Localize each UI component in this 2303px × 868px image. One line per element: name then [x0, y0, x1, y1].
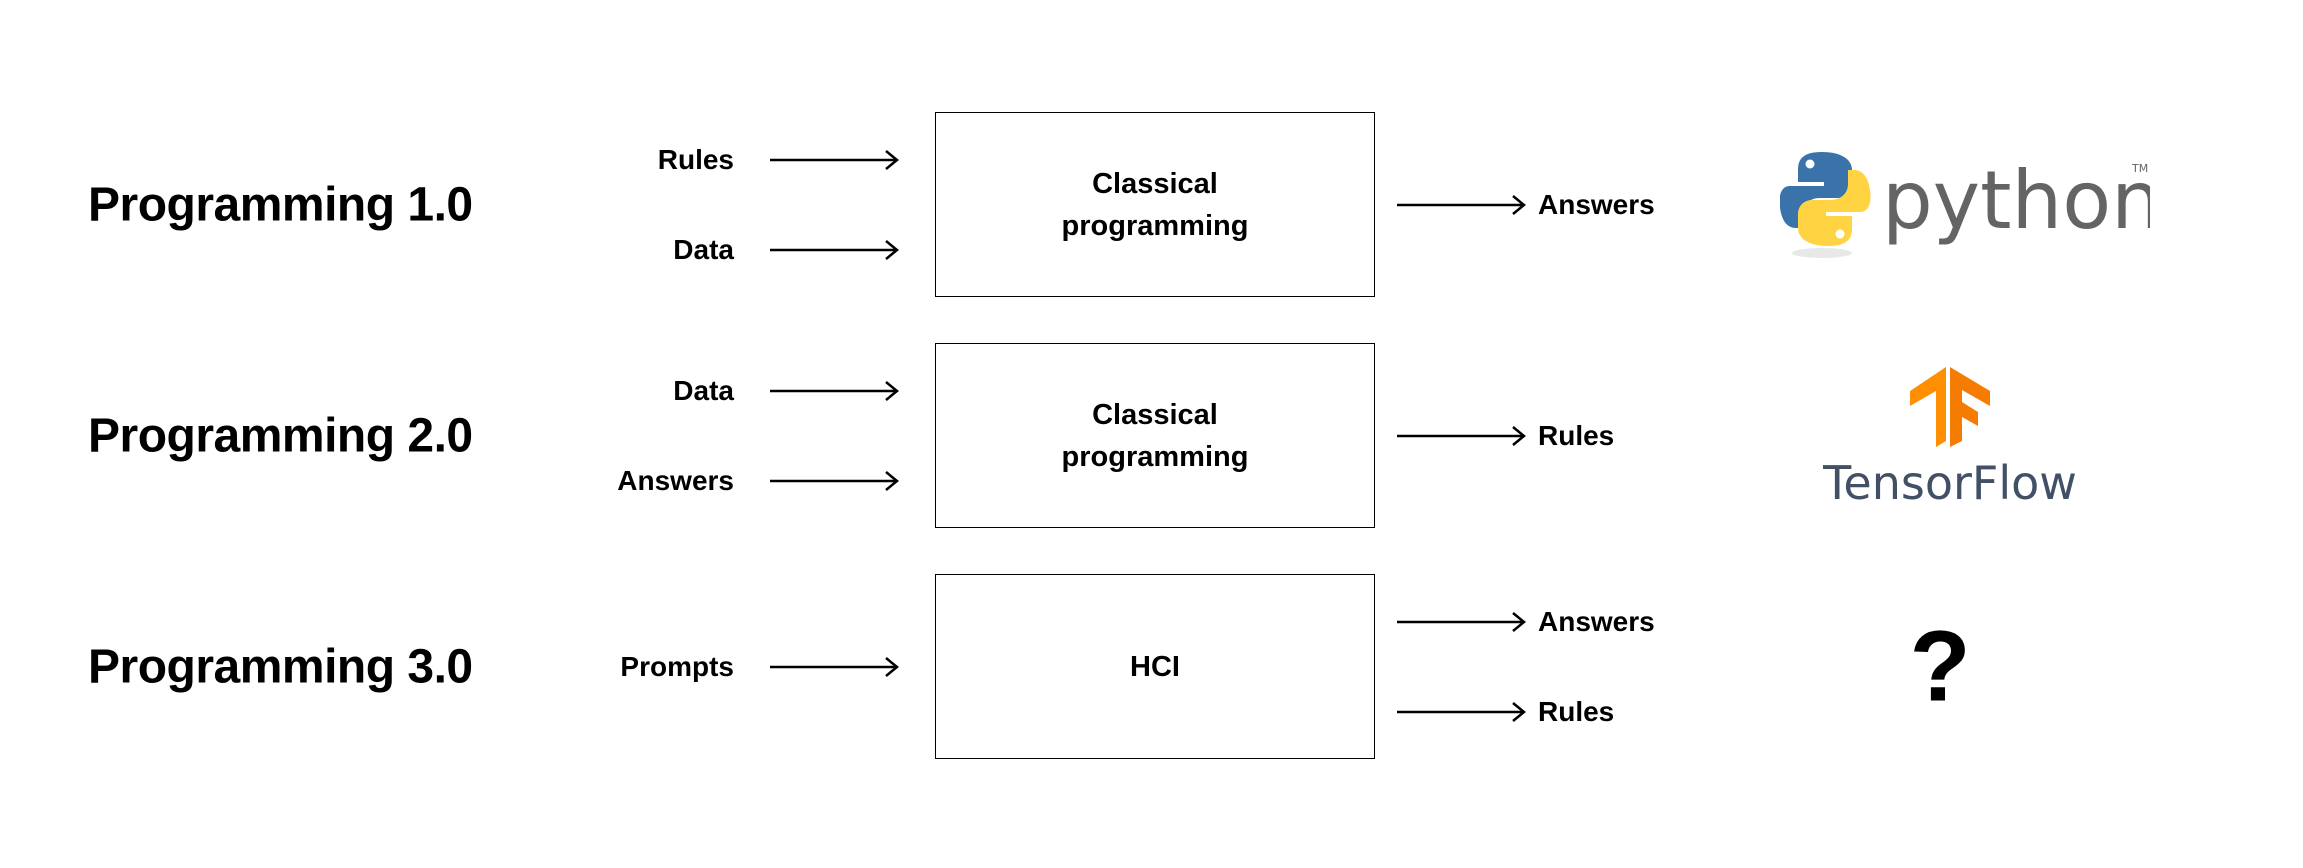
process-box-label: HCI	[1130, 650, 1180, 683]
input-arrow	[770, 471, 899, 491]
input-arrow	[770, 381, 899, 401]
row-title: Programming 1.0	[88, 178, 473, 232]
tensorflow-logo: TensorFlow	[1822, 367, 2077, 510]
output-arrow	[1397, 612, 1526, 632]
row-title: Programming 3.0	[88, 640, 473, 694]
process-box: HCI	[935, 574, 1375, 759]
input-label-answers: Answers	[617, 465, 734, 496]
process-box: Classical programming	[935, 112, 1375, 297]
output-label-answers: Answers	[1538, 606, 1655, 637]
row-programming-3: Programming 3.0 Prompts HCI Answers Rule…	[0, 572, 2303, 762]
process-box-label: Classical programming	[1061, 398, 1249, 473]
input-arrow	[770, 150, 899, 170]
question-mark: ?	[1909, 610, 1971, 723]
output-arrow	[1397, 426, 1526, 446]
row-title: Programming 2.0	[88, 409, 473, 463]
python-logo: python TM	[1780, 152, 2150, 258]
python-wordmark: python	[1882, 154, 2150, 247]
output-arrow	[1397, 195, 1526, 215]
input-arrow	[770, 240, 899, 260]
input-arrow	[770, 657, 899, 677]
row-programming-1: Programming 1.0 Rules Data Classical pro…	[0, 110, 2303, 300]
tensorflow-wordmark: TensorFlow	[1822, 456, 2077, 510]
output-label-rules: Rules	[1538, 696, 1615, 727]
input-label-rules: Rules	[657, 144, 734, 175]
process-box: Classical programming	[935, 343, 1375, 528]
input-label-prompts: Prompts	[620, 651, 734, 682]
input-label-data: Data	[673, 375, 734, 406]
trademark-mark: TM	[2131, 162, 2148, 175]
output-label-rules: Rules	[1538, 420, 1615, 451]
output-label-answers: Answers	[1538, 189, 1655, 220]
output-arrow	[1397, 702, 1526, 722]
process-box-label: Classical programming	[1061, 167, 1249, 242]
input-label-data: Data	[673, 234, 734, 265]
row-programming-2: Programming 2.0 Data Answers Classical p…	[0, 341, 2303, 531]
